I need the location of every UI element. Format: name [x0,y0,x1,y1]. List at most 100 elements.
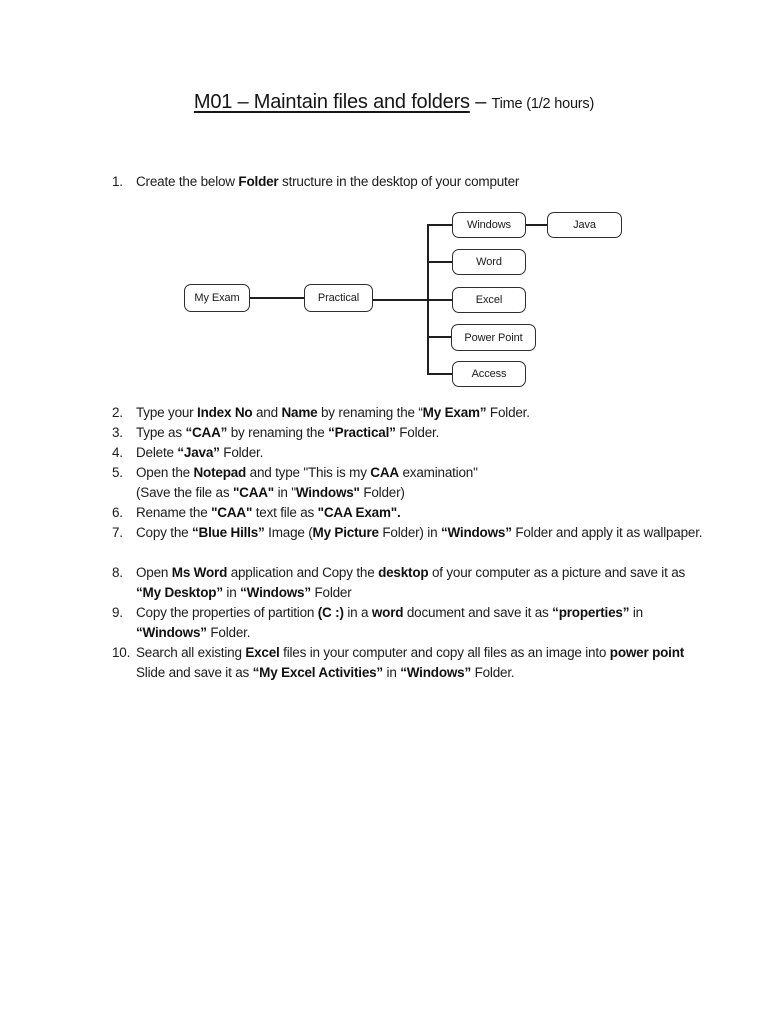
folder-node-windows: Windows [452,212,526,238]
text-segment: (Save the file as [136,485,233,500]
instruction-text: Type your Index No and Name by renaming … [136,403,702,423]
text-segment: Copy the properties of partition [136,605,318,620]
text-segment: Folder. [471,665,515,680]
folder-node-access: Access [452,361,526,387]
text-segment: Folder. [486,405,530,420]
text-segment: and [252,405,282,420]
text-segment: “Windows” [240,585,311,600]
text-segment: of your computer as a picture and save i… [428,565,686,580]
text-segment: Notepad [193,465,247,480]
instruction-list: 2. Type your Index No and Name by renamin… [112,403,703,683]
text-segment: CAA [370,465,399,480]
instruction-line: Open the Notepad and type "This is my CA… [136,463,702,483]
text-segment: in [629,605,643,620]
instruction-number: 7. [112,525,123,540]
text-segment: Slide and save it as [136,665,253,680]
text-segment: Name [281,405,318,420]
instruction-line: Type as “CAA” by renaming the “Practical… [136,423,702,443]
instruction-text: Search all existing Excel files in your … [136,643,702,683]
text-segment: My Exam” [422,405,487,420]
text-segment: "CAA" [232,485,275,500]
instruction-text: Create the below Folder structure in the… [136,172,519,192]
text-segment: Create the below [136,174,239,189]
instruction-text: Delete “Java” Folder. [136,443,702,463]
text-segment: by renaming the “ [317,405,423,420]
instruction-line: Search all existing Excel files in your … [136,643,702,663]
title-time: Time (1/2 hours) [491,96,595,112]
text-segment: and type "This is my [246,465,371,480]
instruction-line: Create the below Folder structure in the… [136,172,519,192]
connector-stub-access [427,373,452,375]
instruction-line: Slide and save it as “My Excel Activitie… [136,663,702,683]
instruction-line: Type your Index No and Name by renaming … [136,403,702,423]
text-segment: Folder. [219,445,264,460]
instruction-number: 10. [112,645,131,660]
instruction-number: 9. [112,605,123,620]
text-segment: Folder [310,585,352,600]
instruction-number: 2. [112,405,123,420]
page-title: M01 – Maintain files and folders – Time … [0,91,768,114]
instruction-item: 5.Open the Notepad and type "This is my … [112,463,702,503]
folder-node-my-exam: My Exam [184,284,250,312]
text-segment: “My Desktop” [136,585,223,600]
text-segment: Rename the [136,505,212,520]
instruction-item: 8.Open Ms Word application and Copy the … [112,563,702,603]
connector-stub-word [427,261,452,263]
instruction-number: 1. [112,174,123,189]
text-segment: “CAA” [185,425,228,440]
text-segment: Windows" [295,485,360,500]
instruction-line: “My Desktop” in “Windows” Folder [136,583,702,603]
text-segment: desktop [378,565,429,580]
instruction-item: 10. Search all existing Excel files in yo… [112,643,702,683]
text-segment: Image ( [264,525,313,540]
connector-myexam-practical [250,297,304,299]
text-segment: “Practical” [328,425,396,440]
text-segment: Folder and apply it as wallpaper. [511,525,703,540]
instruction-item: 3. Type as “CAA” by renaming the “Practic… [112,423,702,443]
text-segment: Type as [136,425,186,440]
connector-branch-vertical [427,224,429,375]
folder-node-practical: Practical [304,284,373,312]
instruction-line: (Save the file as "CAA" in "Windows" Fol… [136,483,702,503]
instruction-item: 2. Type your Index No and Name by renamin… [112,403,702,423]
text-segment: in " [274,485,296,500]
text-segment: “Java” [177,445,220,460]
instruction-text: Type as “CAA” by renaming the “Practical… [136,423,702,443]
folder-node-power-point: Power Point [451,324,536,351]
instruction-item: 9. Copy the properties of partition (C :)… [112,603,702,643]
instruction-number: 3. [112,425,123,440]
instruction-item-1-container: 1. Create the below Folder structure in t… [112,172,519,192]
text-segment: in [222,585,241,600]
text-segment: “My Excel Activities” [252,665,384,680]
text-segment: application and Copy the [227,565,379,580]
text-segment: Open the [136,465,194,480]
text-segment: “Blue Hills” [191,525,265,540]
title-main: M01 – Maintain files and folders [193,91,470,113]
text-segment: examination" [398,465,478,480]
instruction-line: Open Ms Word application and Copy the de… [136,563,702,583]
instruction-text: Copy the properties of partition (C :) i… [136,603,702,643]
text-segment: power point [609,645,685,660]
text-segment: “Windows” [400,665,472,680]
folder-node-excel: Excel [452,287,526,313]
connector-stub-powerpoint [427,336,451,338]
text-segment: Index No [197,405,253,420]
text-segment: Ms Word [171,565,228,580]
text-segment: "CAA Exam". [317,505,401,520]
text-segment: Delete [136,445,178,460]
text-segment: "CAA" [211,505,253,520]
instruction-text: Rename the "CAA" text file as "CAA Exam"… [136,503,702,523]
instruction-text: Open Ms Word application and Copy the de… [136,563,702,603]
instruction-number: 4. [112,445,123,460]
instruction-line: Copy the properties of partition (C :) i… [136,603,702,623]
connector-stub-windows [427,224,452,226]
instruction-item: 4. Delete “Java” Folder. [112,443,702,463]
text-segment: Folder. [395,425,440,440]
text-segment: (C :) [317,605,344,620]
text-segment: Copy the [136,525,192,540]
text-segment: files in your computer and copy all file… [279,645,610,660]
text-segment: My Picture [312,525,379,540]
instruction-line: “Windows” Folder. [136,623,702,643]
